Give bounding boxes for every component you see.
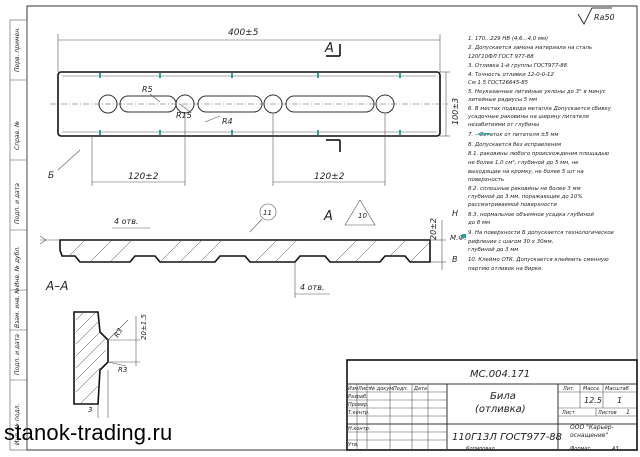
copy-label: Копировал [466,446,495,452]
note-line: партию отливок на бирке. [468,266,543,272]
lit-label: Лит. [562,386,575,392]
note-line: См 1.5 ГОСТ26645-85 [468,80,529,86]
sheet-label: Лист [561,410,576,416]
note-line: 5. Неуказанные литейные уклоны до 3° в м… [468,89,606,95]
mark-v: В [452,255,458,264]
company-line-2: оснащение" [570,432,608,439]
note-line: выходящие на кромку, не более 5 шт на [468,169,584,175]
dim-width: 100±3 [451,98,460,125]
side-label: Подп. и дата [14,334,21,375]
row-utv: Утв. [348,442,359,448]
format-value: А3 [611,446,619,452]
dim-r4: R4 [222,117,233,126]
company-line-1: ООО "Карьер- [570,424,614,431]
dim-r5: R5 [142,85,153,94]
side-label: Взам. инв. № [14,287,21,328]
dim-sec-h: 20±1.5 [140,314,148,340]
note-line: 8.2. сплошные раковины не более 3 мм [468,186,581,192]
note-line: усадочные раковины на ширину питателя [467,114,590,120]
material: 110Г13Л ГОСТ977-88 [452,432,562,443]
note-line: 2. Допускается замена материала на сталь [468,45,592,51]
site-watermark: stanok-trading.ru [4,420,173,445]
dim-height: 20±2 [429,218,438,240]
dim-sec-w: 3 [88,406,92,414]
roughness-symbol: Ra50 [577,7,615,26]
row-prov: Провер. [348,402,369,408]
notes-block: 1. 170...229 НВ (4,6...4,0 мм) 2. Допуск… [467,36,615,272]
callout-11: 11 [263,209,272,217]
section-mark-a-mid: A [323,209,333,224]
dim-pitch-right: 120±2 [314,172,345,182]
mass-value: 12.5 [584,396,602,405]
mark-mf: М.Ф. [450,234,467,242]
elevation-view: A 10 11 4 отв. 4 отв. 20±2 Н М.Ф [39,199,467,298]
row-razrab: Разраб. [348,394,368,400]
dim-sec-r3a: R3 [113,327,125,339]
note-line: 6. В местах подвода металла Допускается … [468,106,612,112]
title-block: МС.004.171 Била (отливка) 110Г13Л ГОСТ97… [346,359,638,452]
dim-holes-left: 4 отв. [114,217,138,226]
scale-value: 1 [617,396,622,405]
note-line: не более 1,0 см², глубиной до 5 мм, не [468,159,579,166]
row-tkontr: Т.контр. [348,410,370,416]
side-label: Перв. примен. [14,27,21,72]
note-line: 4. Точность отливки 12-0-0-12 [468,72,554,78]
scale-label: Масштаб [605,386,629,392]
roughness-value: Ra50 [594,13,615,22]
side-label: Инв. № дубл. [14,246,21,287]
gate-marker [462,234,466,238]
dim-sec-r3b: R3 [118,366,127,374]
side-label: Справ. № [14,121,21,150]
col-doc: № докум. [369,386,395,392]
note-line: 3. Отливка 1-й группы ГОСТ977-88 [468,63,568,69]
dim-holes-bottom: 4 отв. [300,283,324,292]
dim-length: 400±5 [228,28,259,38]
row-nkontr: Н.контр. [348,426,370,432]
callout-10: 10 [358,212,367,220]
gate-marks [99,73,401,135]
note-line: 1. 170...229 НВ (4,6...4,0 мм) [468,36,548,42]
note-line: 10. Клеймо ОТК. Допускается клеймить сме… [468,257,609,263]
side-strip: Перв. примен. Справ. № Подп. и дата Инв.… [9,19,28,451]
surface-mark-b: Б [48,171,54,181]
dim-pitch-left: 120±2 [128,172,159,182]
note-line: рассматриваемой поверхности [467,202,557,208]
side-label: Инв. № подл. [14,404,21,445]
section-aa: А–А R3 R3 20±1.5 3 [45,279,148,418]
part-name: Била [490,391,516,402]
format-label: Формат [570,446,591,452]
plan-view: 400±5 A R5 R15 R4 [48,28,460,186]
mass-label: Масса [583,386,599,392]
doc-number: МС.004.171 [470,369,530,380]
mark-n: Н [452,209,458,218]
col-list: Лист [357,386,372,392]
sheets-label: Листов [597,410,617,416]
sheets-value: 1 [626,409,630,416]
note-line: глубиной до 3 мм, поражающие до 10% [468,194,582,200]
col-date: Дата [413,386,427,392]
note-line: поверхность [468,177,504,183]
col-sign: Подп. [393,386,408,392]
note-line: 8.1. раковины любого происхождения площа… [468,151,610,157]
dim-r15: R15 [176,111,192,120]
section-mark-a-top: A [324,41,334,56]
note-line: литейные радиусы 5 мм [467,97,537,103]
side-label: Подп. и дата [14,183,21,224]
note-line: глубиной до 3 мм [468,247,518,253]
part-subtitle: (отливка) [475,404,526,415]
note-line: 8. Допускается без исправления [468,142,562,148]
note-line: до 8 мм [467,220,490,226]
note-line: 9. На поверхности Б допускается технолог… [468,230,615,236]
col-izm: Изм [348,386,358,392]
note-line: рифление с шагом 30 х 30мм, [467,239,554,245]
note-line: 8.3. нормальное объемное усадка глубиной [468,212,594,218]
note-line: 120Г10ФЛ ГОСТ 977-88 [468,54,534,60]
section-title: А–А [45,279,68,293]
note-line: 7. – Остаток от питателя ±5 мм [468,132,559,138]
note-line: незабитиями от глубины [468,122,540,128]
